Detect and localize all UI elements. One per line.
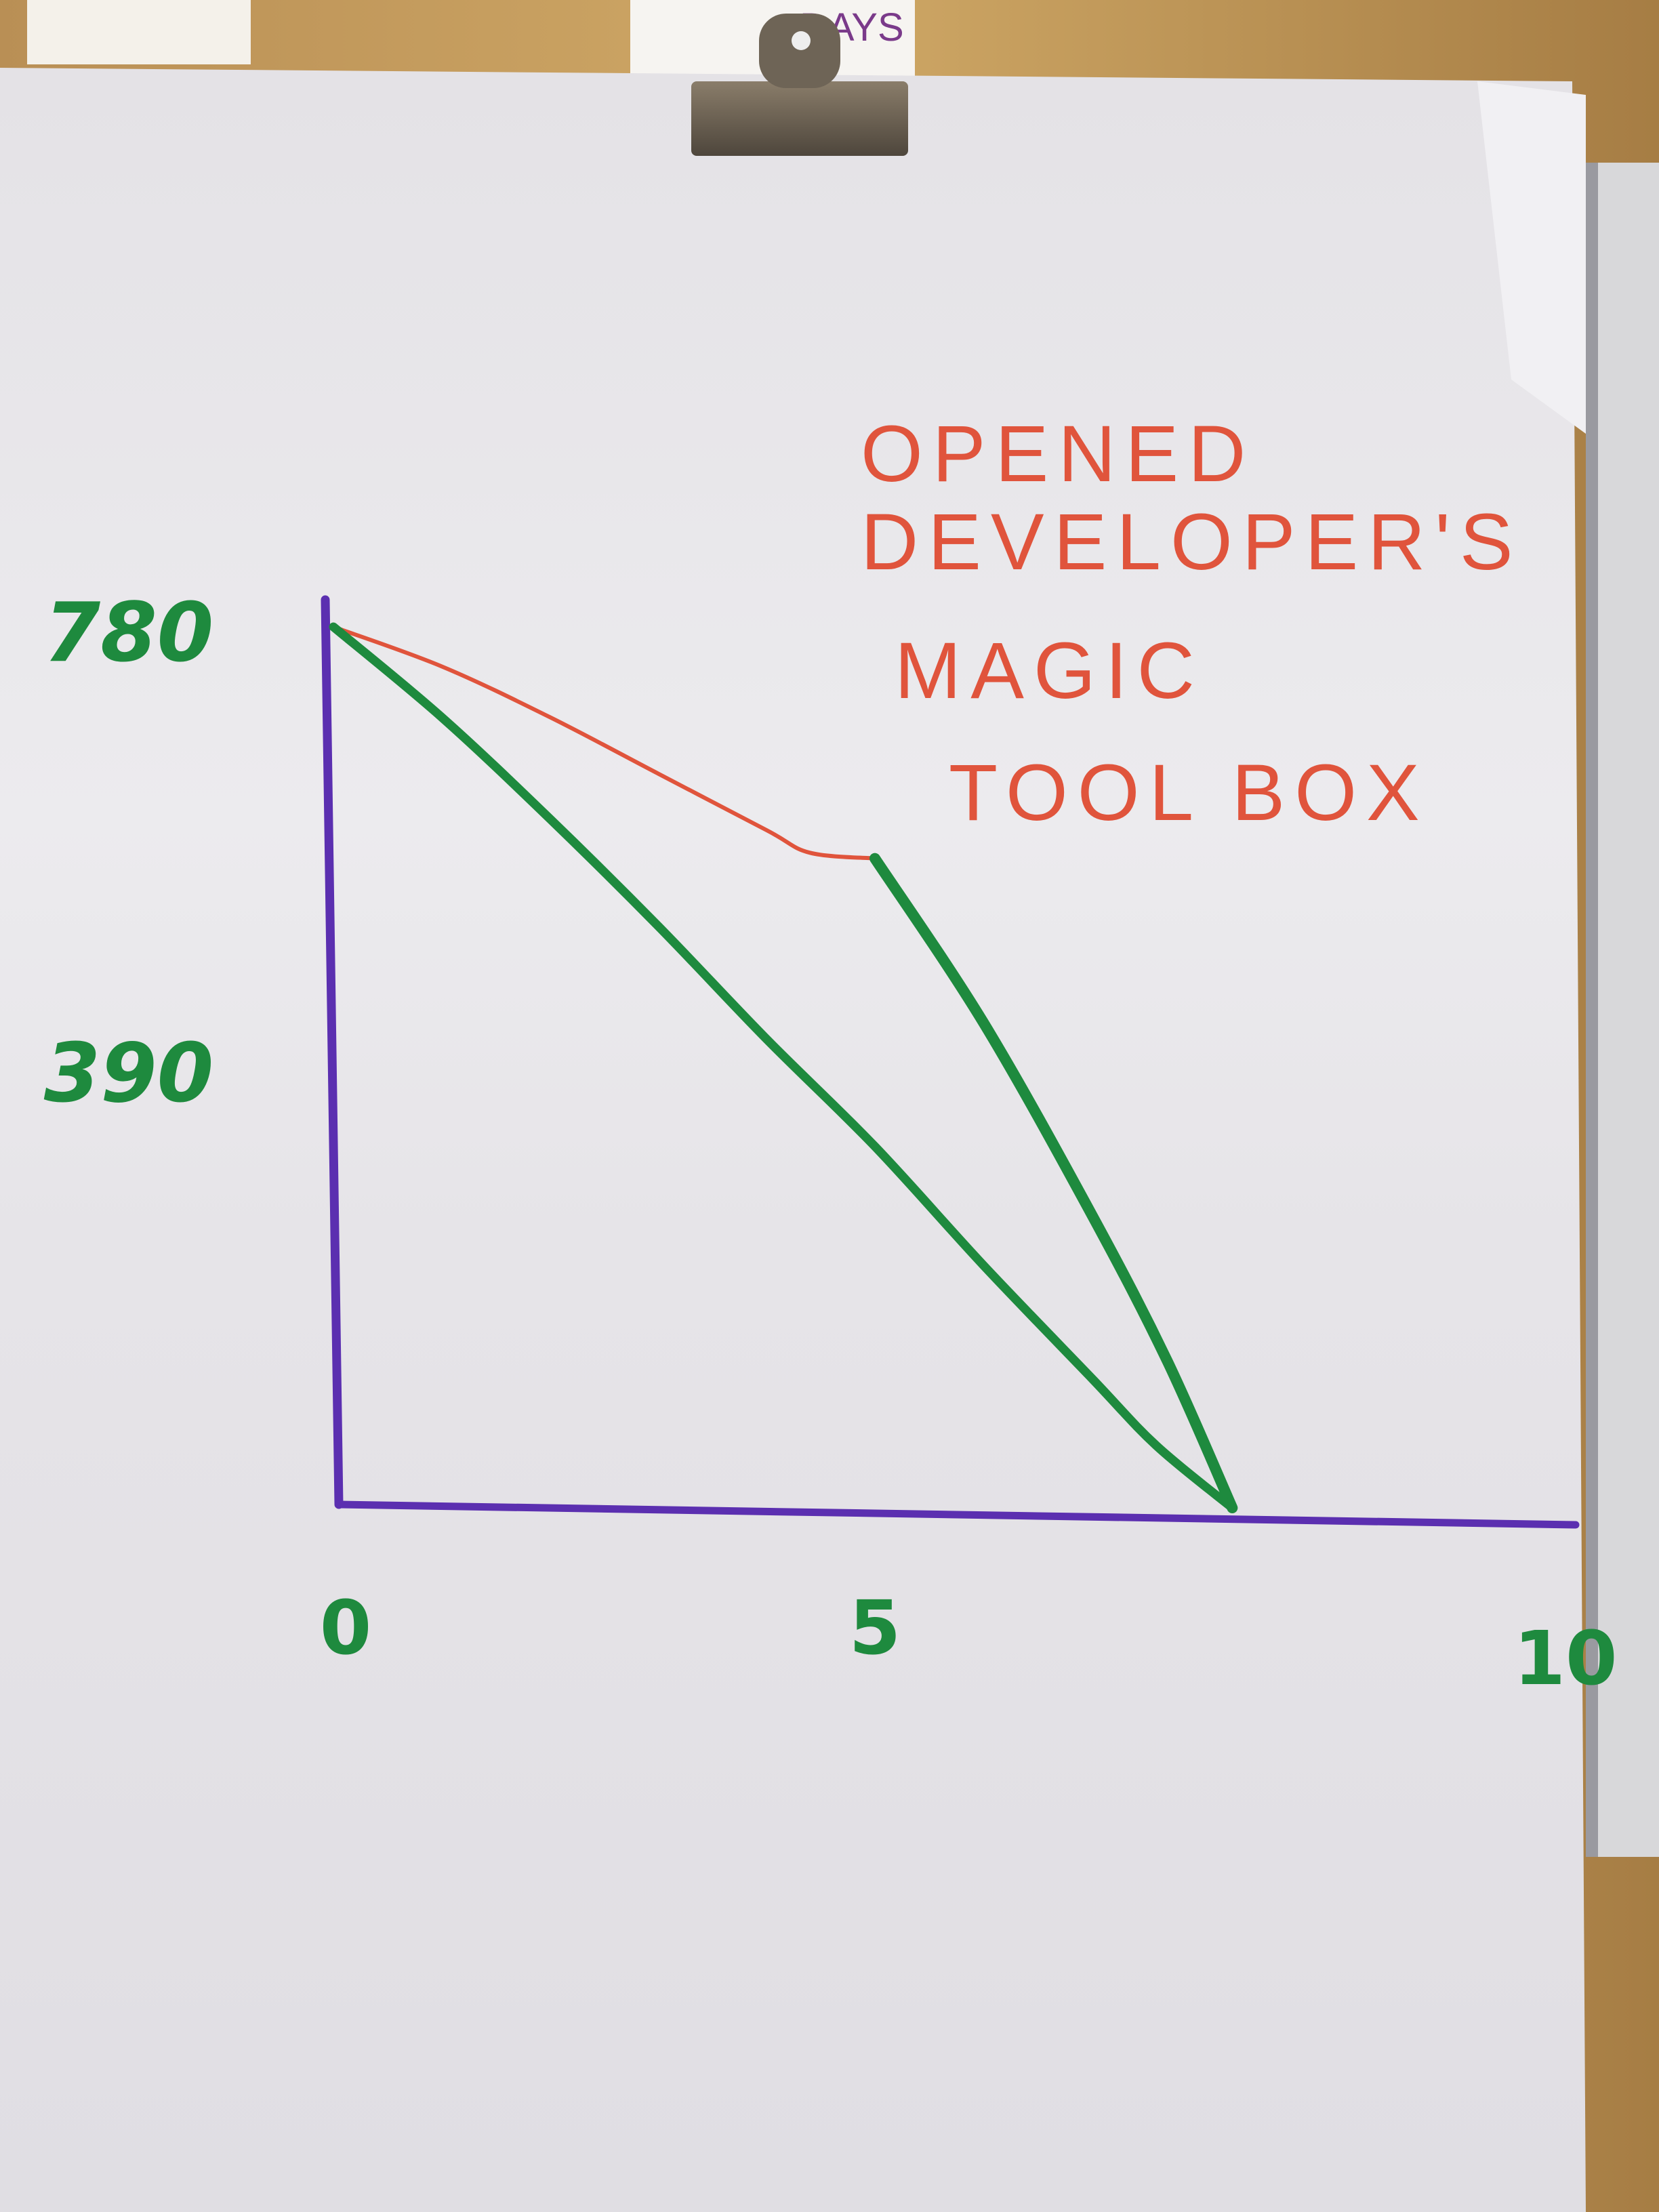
x-axis-line xyxy=(335,1500,1580,1529)
chart-tick-labels: 390 780 0 5 10 xyxy=(44,586,1618,1702)
y-axis-line xyxy=(321,595,344,1509)
series-line-3 xyxy=(329,622,1237,1513)
x-tick-label: 0 xyxy=(320,1584,372,1671)
x-tick-label: 10 xyxy=(1513,1615,1617,1702)
x-tick-label: 5 xyxy=(849,1584,901,1671)
series-line-2 xyxy=(869,853,1238,1513)
binder-clip-hole xyxy=(792,31,811,50)
paper-fold xyxy=(1477,81,1586,434)
window-light xyxy=(27,0,251,64)
annotation-line: MAGIC xyxy=(895,626,1204,716)
whiteboard-frame xyxy=(1586,163,1598,1857)
flipchart-paper xyxy=(0,68,1586,2212)
binder-clip xyxy=(691,81,908,156)
chart-axes xyxy=(321,595,1580,1529)
annotation-line: TOOL BOX xyxy=(949,748,1429,838)
chart-series xyxy=(329,622,1238,1513)
annotation-line: DEVELOPER'S xyxy=(861,497,1523,587)
y-tick-label: 780 xyxy=(44,586,214,680)
annotation-line: OPENED xyxy=(861,409,1255,499)
y-tick-label: 390 xyxy=(44,1027,214,1121)
series-line-1 xyxy=(331,625,877,861)
binder-clip-handle xyxy=(759,14,840,88)
